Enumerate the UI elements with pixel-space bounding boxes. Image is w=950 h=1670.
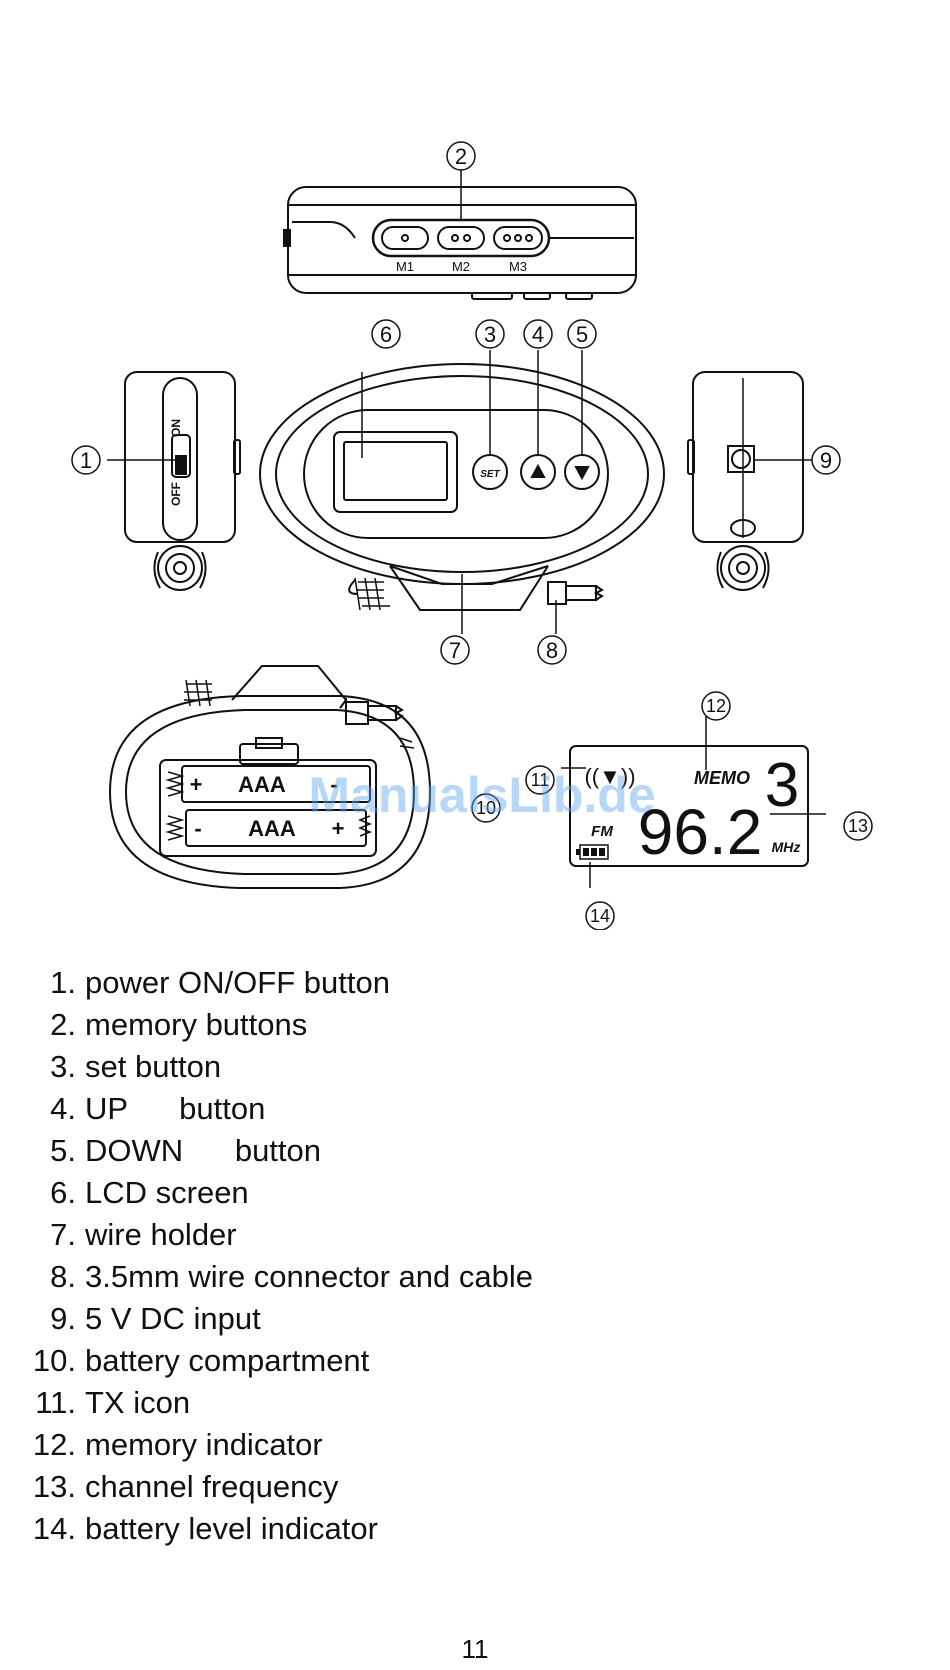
legend-item: 14.battery level indicator [32, 1511, 378, 1546]
legend-item: 1.power ON/OFF button [50, 965, 390, 1000]
legend-item: 7.wire holder [50, 1217, 237, 1252]
page-number: 11 [461, 1634, 489, 1664]
front-view: SET [259, 350, 665, 634]
svg-text:3: 3 [484, 322, 496, 347]
lcd-unit: MHz [772, 839, 801, 855]
callout-6: 6 [371, 319, 401, 349]
parts-legend: 1.power ON/OFF button 2.memory buttons 3… [18, 962, 533, 1550]
callout-8: 8 [537, 635, 567, 665]
callout-5: 5 [567, 319, 597, 349]
lcd-frequency: 96.2 [638, 796, 763, 868]
legend-item: 13.channel frequency [32, 1469, 339, 1504]
callout-1: 1 [71, 445, 101, 475]
device-diagram: M1 M2 M3 ON OFF SET [71, 141, 873, 930]
callout-3: 3 [475, 319, 505, 349]
switch-off-label: OFF [169, 482, 183, 506]
svg-text:11: 11 [531, 770, 550, 790]
legend-item: 5.DOWN button [50, 1133, 322, 1168]
battery-level-icon [576, 844, 609, 860]
watermark: ManualsLib.de [308, 767, 655, 823]
battery-plus-top: + [190, 772, 203, 797]
svg-text:4: 4 [532, 322, 544, 347]
set-label: SET [480, 469, 500, 480]
svg-text:1: 1 [80, 448, 92, 473]
lcd-memory-number: 3 [765, 751, 799, 820]
callout-9: 9 [811, 445, 841, 475]
memory-label-m2: M2 [452, 259, 470, 274]
battery-label-top: AAA [238, 772, 286, 797]
top-view: M1 M2 M3 [283, 170, 637, 300]
callout-13: 13 [843, 811, 873, 841]
legend-item: 8.3.5mm wire connector and cable [50, 1259, 534, 1294]
callout-10: 10 [471, 793, 501, 823]
switch-on-label: ON [169, 419, 183, 437]
callout-7: 7 [440, 635, 470, 665]
callout-4: 4 [523, 319, 553, 349]
legend-item: 3.set button [50, 1049, 222, 1084]
callout-11: 11 [525, 765, 555, 795]
battery-label-bottom: AAA [248, 816, 296, 841]
legend-item: 6.LCD screen [50, 1175, 249, 1210]
legend-item: 2.memory buttons [50, 1007, 308, 1042]
svg-text:12: 12 [706, 696, 726, 716]
memory-label-m3: M3 [509, 259, 527, 274]
callout-14: 14 [585, 901, 615, 930]
lcd-band-label: FM [591, 823, 613, 840]
memory-label-m1: M1 [396, 259, 414, 274]
left-side-view: ON OFF [107, 371, 241, 591]
legend-item: 9.5 V DC input [50, 1301, 261, 1336]
svg-text:8: 8 [546, 638, 558, 663]
legend-item: 12.memory indicator [32, 1427, 323, 1462]
svg-text:9: 9 [820, 448, 832, 473]
legend-item: 4.UP button [50, 1091, 266, 1126]
legend-item: 11.TX icon [35, 1385, 191, 1420]
callouts: 1 2 3 4 5 6 7 8 9 10 11 12 13 14 [71, 141, 873, 930]
svg-text:7: 7 [449, 638, 461, 663]
svg-text:14: 14 [590, 906, 610, 926]
svg-text:5: 5 [576, 322, 588, 347]
back-view: + AAA - - AAA + [108, 665, 432, 889]
svg-text:6: 6 [380, 322, 392, 347]
svg-text:13: 13 [848, 816, 868, 836]
lcd-memo-label: MEMO [694, 768, 750, 788]
battery-minus-bottom: - [194, 816, 201, 841]
battery-plus-bottom: + [332, 816, 345, 841]
svg-text:10: 10 [476, 798, 496, 818]
callout-2: 2 [446, 141, 476, 171]
legend-item: 10.battery compartment [32, 1343, 370, 1378]
right-side-view [687, 371, 818, 591]
battery-minus-top: - [330, 772, 337, 797]
tx-icon: ((▼)) [584, 764, 635, 789]
lcd-detail: ((▼)) MEMO 3 FM 96.2 MHz [561, 710, 826, 888]
callout-12: 12 [701, 691, 731, 721]
svg-text:2: 2 [455, 144, 467, 169]
